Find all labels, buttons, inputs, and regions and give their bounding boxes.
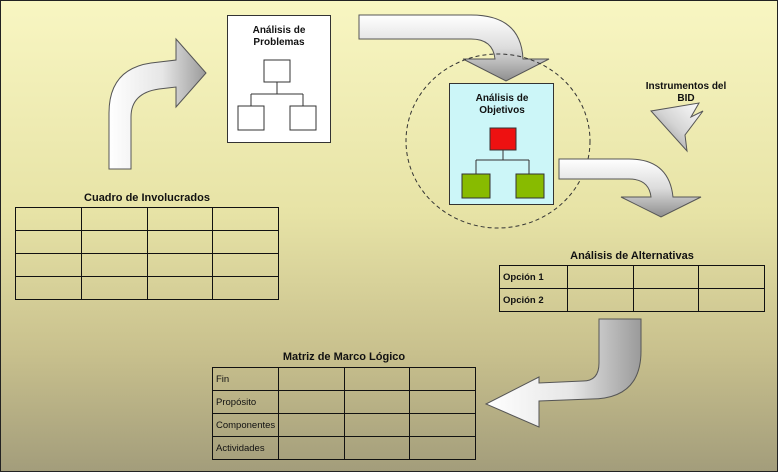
option-label: Opción 2 — [499, 288, 568, 312]
instrumentos-label: Instrumentos del BID — [645, 81, 727, 104]
involucrados-cell — [80, 253, 148, 277]
involucrados-cell — [15, 276, 82, 300]
involucrados-row — [15, 207, 279, 231]
marco-logico-cell — [409, 413, 476, 437]
marco-logico-cell — [409, 436, 476, 460]
marco-logico-cell — [343, 413, 411, 437]
marco-logico-row-label: Fin — [212, 367, 279, 391]
alternativas-title: Análisis de Alternativas — [570, 250, 694, 262]
objective-child-node — [515, 173, 545, 199]
curved-arrow-up-right — [108, 37, 207, 170]
marco-logico-cell — [277, 390, 345, 414]
marco-logico-row: Componentes — [212, 413, 476, 437]
involucrados-cell — [212, 230, 279, 254]
objective-top-node — [489, 127, 517, 151]
marco-logico-cell — [343, 390, 411, 414]
instrumentos-arrow — [650, 102, 704, 153]
marco-logico-cell — [277, 436, 345, 460]
option-label: Opción 1 — [499, 265, 568, 289]
objectives-title: Análisis de Objetivos — [475, 93, 529, 116]
marco-logico-row: Fin — [212, 367, 476, 391]
objective-tree — [461, 127, 545, 199]
objective-child-node — [461, 173, 491, 199]
involucrados-cell — [212, 207, 279, 231]
marco-logico-row-label: Componentes — [212, 413, 279, 437]
alternativas-cell — [698, 288, 765, 312]
problem-tree — [237, 59, 317, 131]
involucrados-cell — [146, 253, 214, 277]
alternativas-cell — [566, 265, 634, 289]
involucrados-cell — [212, 276, 279, 300]
involucrados-cell — [80, 230, 148, 254]
marco-logico-row-label: Propósito — [212, 390, 279, 414]
problems-box: Análisis de Problemas — [227, 15, 331, 143]
alternativas-cell — [698, 265, 765, 289]
alternativas-row: Opción 2 — [499, 288, 765, 312]
involucrados-row — [15, 230, 279, 254]
involucrados-cell — [212, 253, 279, 277]
involucrados-row — [15, 276, 279, 300]
involucrados-cell — [15, 253, 82, 277]
marco-logico-cell — [277, 367, 345, 391]
alternativas-cell — [632, 288, 700, 312]
marco-logico-cell — [343, 367, 411, 391]
alternativas-cell — [632, 265, 700, 289]
problems-title: Análisis de Problemas — [252, 25, 306, 48]
curved-arrow-right-down — [358, 14, 550, 82]
marco-logico-row-label: Actividades — [212, 436, 279, 460]
involucrados-cell — [146, 230, 214, 254]
marco-logico-row: Actividades — [212, 436, 476, 460]
involucrados-cell — [15, 207, 82, 231]
curved-arrow-objectives-to-alternatives — [558, 158, 702, 218]
marco-logico-title: Matriz de Marco Lógico — [282, 351, 406, 363]
involucrados-cell — [146, 276, 214, 300]
involucrados-title: Cuadro de Involucrados — [84, 192, 210, 204]
involucrados-cell — [80, 276, 148, 300]
dashed-circle — [405, 53, 591, 229]
objectives-box: Análisis de Objetivos — [449, 83, 554, 205]
involucrados-table — [15, 207, 279, 300]
alternativas-cell — [566, 288, 634, 312]
alternativas-row: Opción 1 — [499, 265, 765, 289]
marco-logico-cell — [409, 367, 476, 391]
curved-arrow-down-left — [484, 318, 642, 428]
involucrados-row — [15, 253, 279, 277]
involucrados-cell — [146, 207, 214, 231]
involucrados-cell — [15, 230, 82, 254]
involucrados-cell — [80, 207, 148, 231]
marco-logico-cell — [277, 413, 345, 437]
marco-logico-row: Propósito — [212, 390, 476, 414]
marco-logico-cell — [409, 390, 476, 414]
marco-logico-cell — [343, 436, 411, 460]
